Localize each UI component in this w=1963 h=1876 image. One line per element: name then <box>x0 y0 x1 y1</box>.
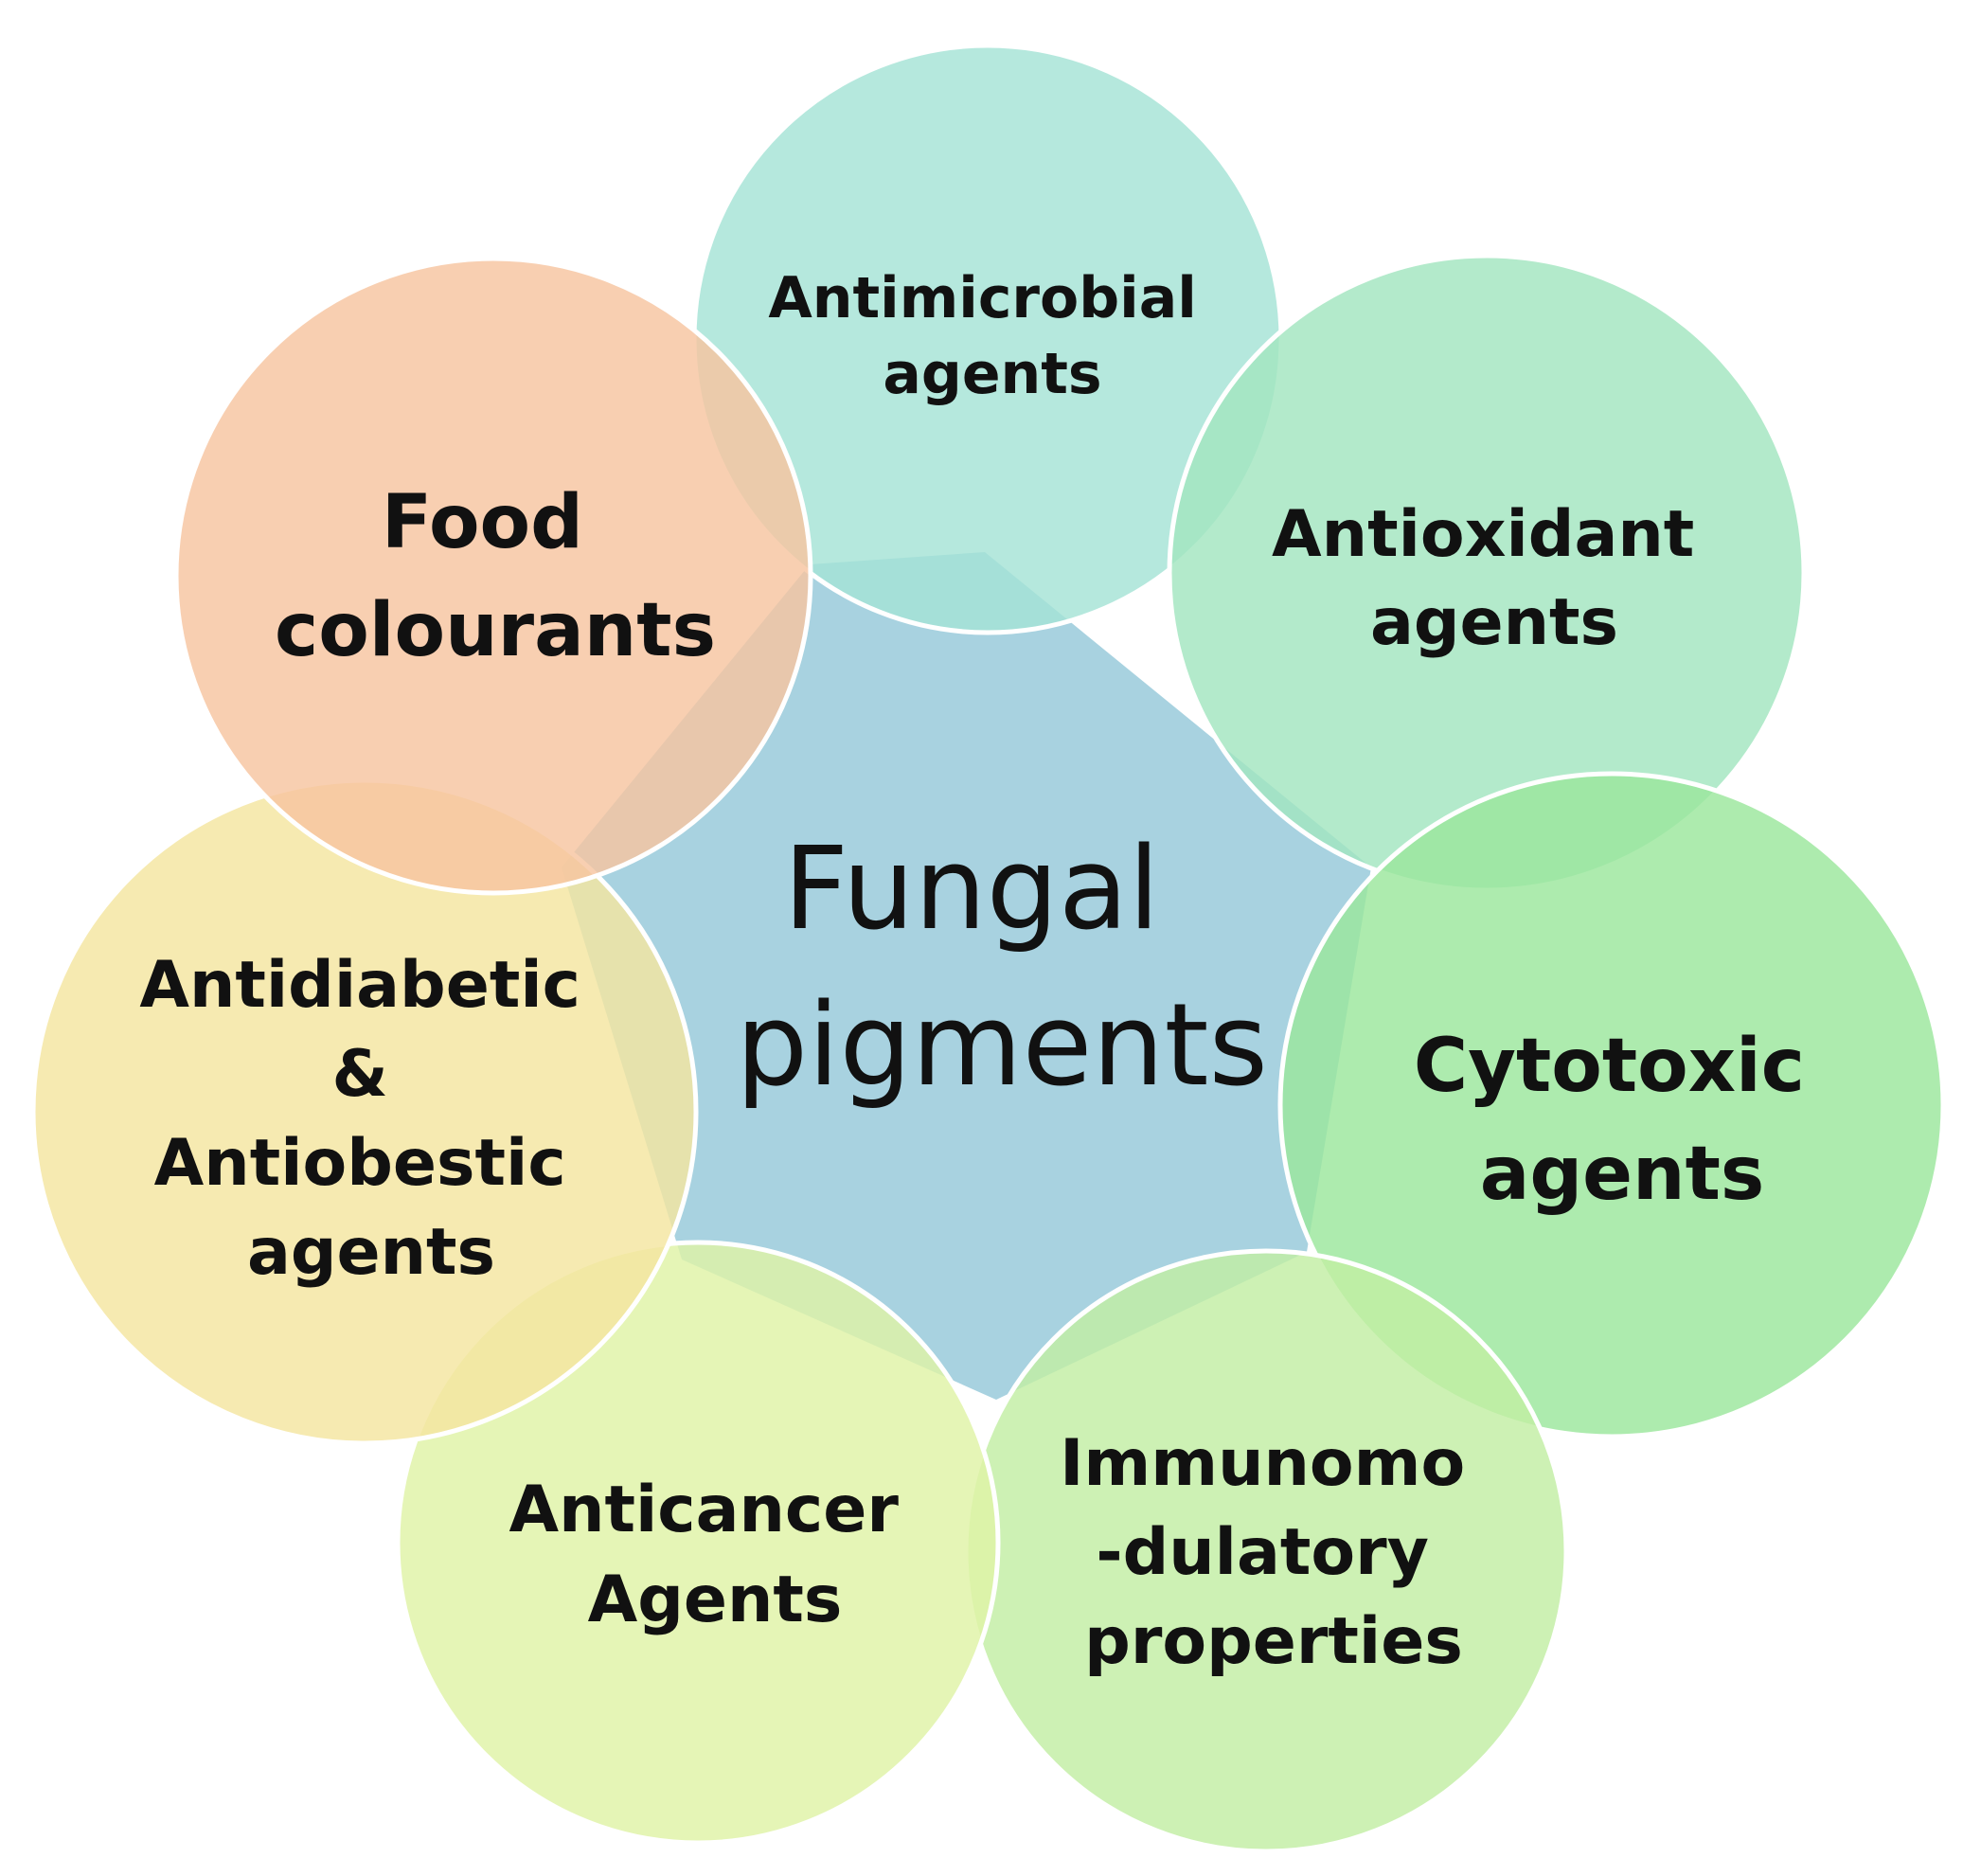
label-cytotoxic-line-1: Cytotoxic <box>1414 1024 1805 1109</box>
label-antidiabetic: Antidiabetic & Antiobestic agents <box>139 948 602 1290</box>
label-antioxidant: Antioxidant agents <box>1272 497 1717 660</box>
label-antidiabetic-line-3: Antiobestic <box>154 1126 566 1201</box>
label-immunomodulatory-line-1: Immunomo <box>1060 1426 1465 1501</box>
label-antidiabetic-line-2: & <box>332 1037 388 1112</box>
center-label-line-2: pigments <box>736 980 1268 1112</box>
petal-antidiabetic <box>30 777 699 1446</box>
label-cytotoxic-line-2: agents <box>1480 1132 1765 1217</box>
label-food-colourants-line-1: Food <box>382 480 583 565</box>
label-immunomodulatory-line-3: properties <box>1084 1604 1463 1679</box>
label-antioxidant-line-2: agents <box>1370 585 1618 660</box>
label-antidiabetic-line-1: Antidiabetic <box>139 948 580 1023</box>
label-antioxidant-line-1: Antioxidant <box>1272 497 1694 572</box>
label-food-colourants: Food colourants <box>275 480 716 673</box>
center-heptagon <box>562 552 1371 1400</box>
label-antidiabetic-line-4: agents <box>247 1215 495 1290</box>
label-anticancer-line-1: Anticancer <box>509 1473 899 1547</box>
center-label-line-1: Fungal <box>783 824 1160 956</box>
label-anticancer: Anticancer Agents <box>509 1473 920 1637</box>
label-cytotoxic: Cytotoxic agents <box>1414 1024 1830 1217</box>
petal-anticancer <box>395 1240 1001 1846</box>
label-antimicrobial-line-1: Antimicrobial <box>768 265 1196 331</box>
label-immunomodulatory: Immunomo -dulatory properties <box>1060 1426 1488 1679</box>
label-antimicrobial-line-2: agents <box>883 341 1101 407</box>
petal-food-colourants <box>173 256 813 896</box>
label-immunomodulatory-line-2: -dulatory <box>1096 1515 1429 1590</box>
label-antimicrobial: Antimicrobial agents <box>768 265 1216 407</box>
petal-cytotoxic <box>1277 771 1946 1439</box>
petal-circles <box>30 43 1946 1854</box>
label-anticancer-line-2: Agents <box>588 1563 843 1637</box>
center-label: Fungal pigments <box>736 824 1268 1112</box>
label-food-colourants-line-2: colourants <box>275 588 716 673</box>
